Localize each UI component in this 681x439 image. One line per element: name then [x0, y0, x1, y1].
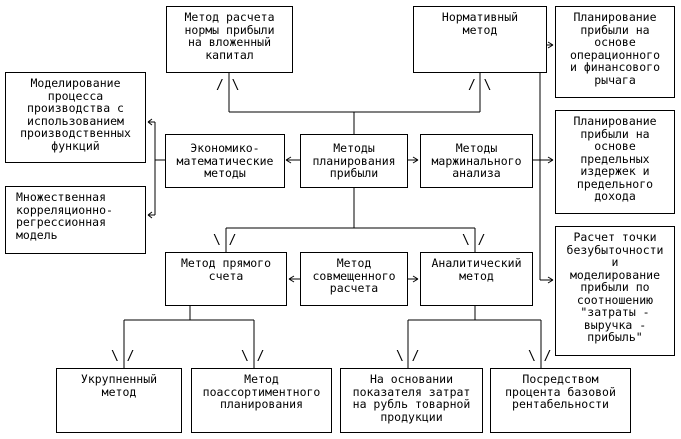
arrow-mark-icon: \ / [111, 349, 135, 364]
node-econ-math: Экономико- математические методы [165, 134, 285, 188]
arrow-mark-icon: \ / [462, 233, 486, 248]
node-assortment-label: Метод поассортиментного планирования [202, 372, 321, 411]
node-regression-label: Множественная корреляционно- регрессионн… [16, 190, 113, 242]
node-marginal-analysis: Методы маржинального анализа [420, 134, 533, 188]
node-profit-planning: Методы планирования прибыли [300, 134, 408, 188]
node-aggregated: Укрупненный метод [56, 368, 182, 433]
arrow-mark-icon: \ / [213, 233, 237, 248]
node-breakeven: Расчет точки безубыточности и моделирова… [555, 226, 675, 356]
node-assortment: Метод поассортиментного планирования [191, 368, 332, 433]
arrow-mark-icon: \ / [241, 349, 265, 364]
node-normative-label: Нормативный метод [441, 10, 519, 37]
node-breakeven-label: Расчет точки безубыточности и моделирова… [566, 230, 664, 344]
node-aggregated-label: Укрупненный метод [80, 372, 158, 399]
node-combined: Метод совмещенного расчета [300, 252, 408, 306]
node-roi-method-label: Метод расчета нормы прибыли на вложенный… [184, 10, 275, 62]
node-normative: Нормативный метод [413, 6, 547, 73]
node-production-model-label: Моделирование процесса производства с ис… [20, 76, 131, 153]
node-marginal-costs: Планирование прибыли на основе предельны… [555, 110, 675, 214]
node-marginal-analysis-label: Методы маржинального анализа [431, 141, 522, 181]
node-direct-count: Метод прямого счета [165, 252, 287, 306]
node-production-model: Моделирование процесса производства с ис… [5, 72, 146, 163]
arrow-mark-icon: \ / [528, 349, 552, 364]
node-marginal-costs-label: Планирование прибыли на основе предельны… [573, 114, 657, 203]
node-combined-label: Метод совмещенного расчета [312, 256, 396, 295]
node-econ-math-label: Экономико- математические методы [176, 141, 274, 181]
node-profit-planning-label: Методы планирования прибыли [312, 141, 396, 181]
node-cost-per-ruble: На основании показателя затрат на рубль … [340, 368, 483, 433]
node-profitability-label: Посредством процента базовой рентабельно… [505, 372, 616, 411]
node-leverage-label: Планирование прибыли на основе операцион… [569, 10, 660, 87]
node-analytical: Аналитический метод [420, 252, 533, 306]
node-direct-count-label: Метод прямого счета [180, 256, 271, 283]
node-roi-method: Метод расчета нормы прибыли на вложенный… [166, 6, 293, 73]
arrow-mark-icon: / \ [468, 78, 492, 93]
node-cost-per-ruble-label: На основании показателя затрат на рубль … [352, 372, 471, 424]
node-regression: Множественная корреляционно- регрессионн… [5, 186, 146, 254]
node-leverage: Планирование прибыли на основе операцион… [555, 6, 675, 98]
arrow-mark-icon: \ / [396, 349, 420, 364]
node-profitability: Посредством процента базовой рентабельно… [490, 368, 631, 433]
node-analytical-label: Аналитический метод [431, 256, 522, 283]
arrow-mark-icon: / \ [216, 78, 240, 93]
